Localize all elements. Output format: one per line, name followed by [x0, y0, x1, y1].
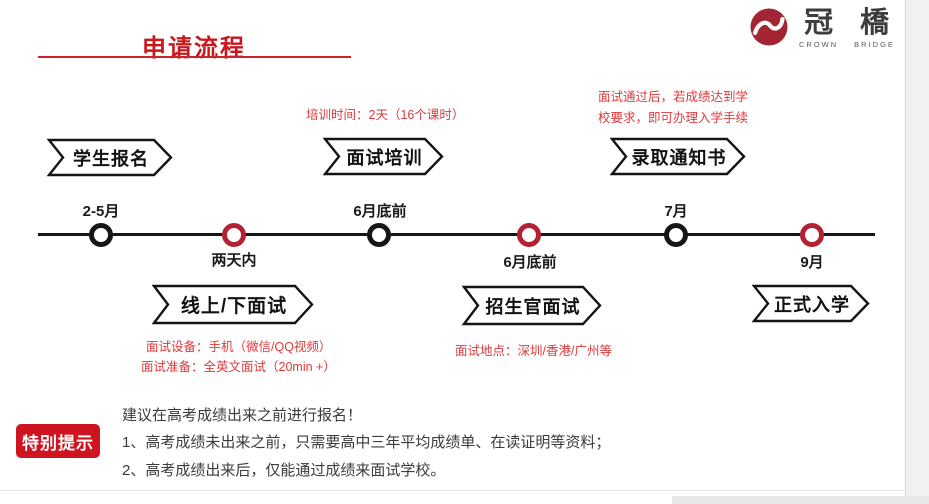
interview-location-note: 面试地点：深圳/香港/广州等 — [455, 344, 612, 358]
step-banner-student-signup: 学生报名 — [47, 138, 173, 177]
chevron-ribbon-icon — [462, 285, 602, 326]
logo-en-crown: CROWN — [799, 40, 839, 49]
step-banner-interview-training: 面试培训 — [323, 137, 444, 176]
interview-device-note: 面试设备：手机（微信/QQ视频） — [146, 340, 332, 354]
notice-headline: 建议在高考成绩出来之前进行报名！ — [122, 407, 363, 424]
chevron-ribbon-icon — [152, 284, 314, 325]
step-banner-label: 面试培训 — [346, 147, 423, 168]
step-banner-official-enrollment: 正式入学 — [752, 284, 870, 323]
interview-prep-note: 面试准备：全英文面试（20min +） — [141, 360, 336, 374]
timeline-dot-online-offline-interview — [222, 223, 246, 247]
logo-cn-bridge: 橋 — [860, 7, 890, 39]
timeline-axis — [38, 233, 875, 236]
step-banner-label: 线上/下面试 — [180, 296, 288, 317]
timeline-date-admission-letter: 7月 — [664, 203, 688, 220]
crown-bridge-swirl-icon — [750, 8, 788, 46]
step-banner-label: 正式入学 — [774, 294, 850, 315]
chevron-ribbon-icon — [752, 284, 870, 323]
chevron-ribbon-icon — [47, 138, 173, 177]
offer-condition-note: 面试通过后，若成绩达到学 校要求，即可办理入学手续 — [598, 87, 748, 129]
title-underline — [38, 56, 351, 58]
timeline-dot-official-enrollment — [800, 223, 824, 247]
timeline-dot-admission-letter — [664, 223, 688, 247]
logo-bridge-group: 橋 BRIDGE — [854, 8, 895, 49]
offer-condition-line1: 面试通过后，若成绩达到学 — [598, 90, 749, 104]
chevron-ribbon-icon — [610, 137, 746, 176]
notice-item: 2、高考成绩出来后，仅能通过成绩来面试学校。 — [122, 462, 446, 479]
step-banner-admission-letter: 录取通知书 — [610, 137, 746, 176]
timeline-date-online-offline-interview: 两天内 — [211, 252, 257, 269]
crown-bridge-logo: 冠 CROWN 橋 BRIDGE — [750, 8, 895, 49]
training-time-note: 培训时间：2天（16个课时） — [306, 108, 465, 122]
chevron-ribbon-icon — [323, 137, 444, 176]
step-banner-label: 招生官面试 — [485, 296, 581, 317]
timeline-dot-student-signup — [89, 223, 113, 247]
logo-en-bridge: BRIDGE — [854, 40, 895, 49]
slide-bottom-edge — [0, 490, 905, 491]
logo-cn-crown: 冠 — [804, 7, 834, 39]
timeline-dot-interview-training — [367, 223, 391, 247]
timeline-dot-admissions-officer-interview — [517, 223, 541, 247]
timeline-date-admissions-officer-interview: 6月底前 — [503, 254, 557, 271]
special-notice-badge: 特别提示 — [16, 424, 100, 458]
viewer-right-margin — [905, 0, 929, 504]
step-banner-label: 学生报名 — [73, 148, 149, 169]
offer-condition-line2: 校要求，即可办理入学手续 — [598, 111, 749, 125]
step-banner-online-offline-interview: 线上/下面试 — [152, 284, 314, 325]
step-banner-label: 录取通知书 — [631, 147, 727, 168]
timeline-date-student-signup: 2-5月 — [82, 203, 120, 220]
timeline-date-official-enrollment: 9月 — [800, 254, 824, 271]
logo-crown-group: 冠 CROWN — [799, 8, 838, 49]
viewer-bottom-strip — [672, 496, 929, 504]
timeline-date-interview-training: 6月底前 — [353, 203, 407, 220]
notice-item: 1、高考成绩未出来之前，只需要高中三年平均成绩单、在读证明等资料； — [122, 434, 611, 451]
step-banner-admissions-officer-interview: 招生官面试 — [462, 285, 602, 326]
